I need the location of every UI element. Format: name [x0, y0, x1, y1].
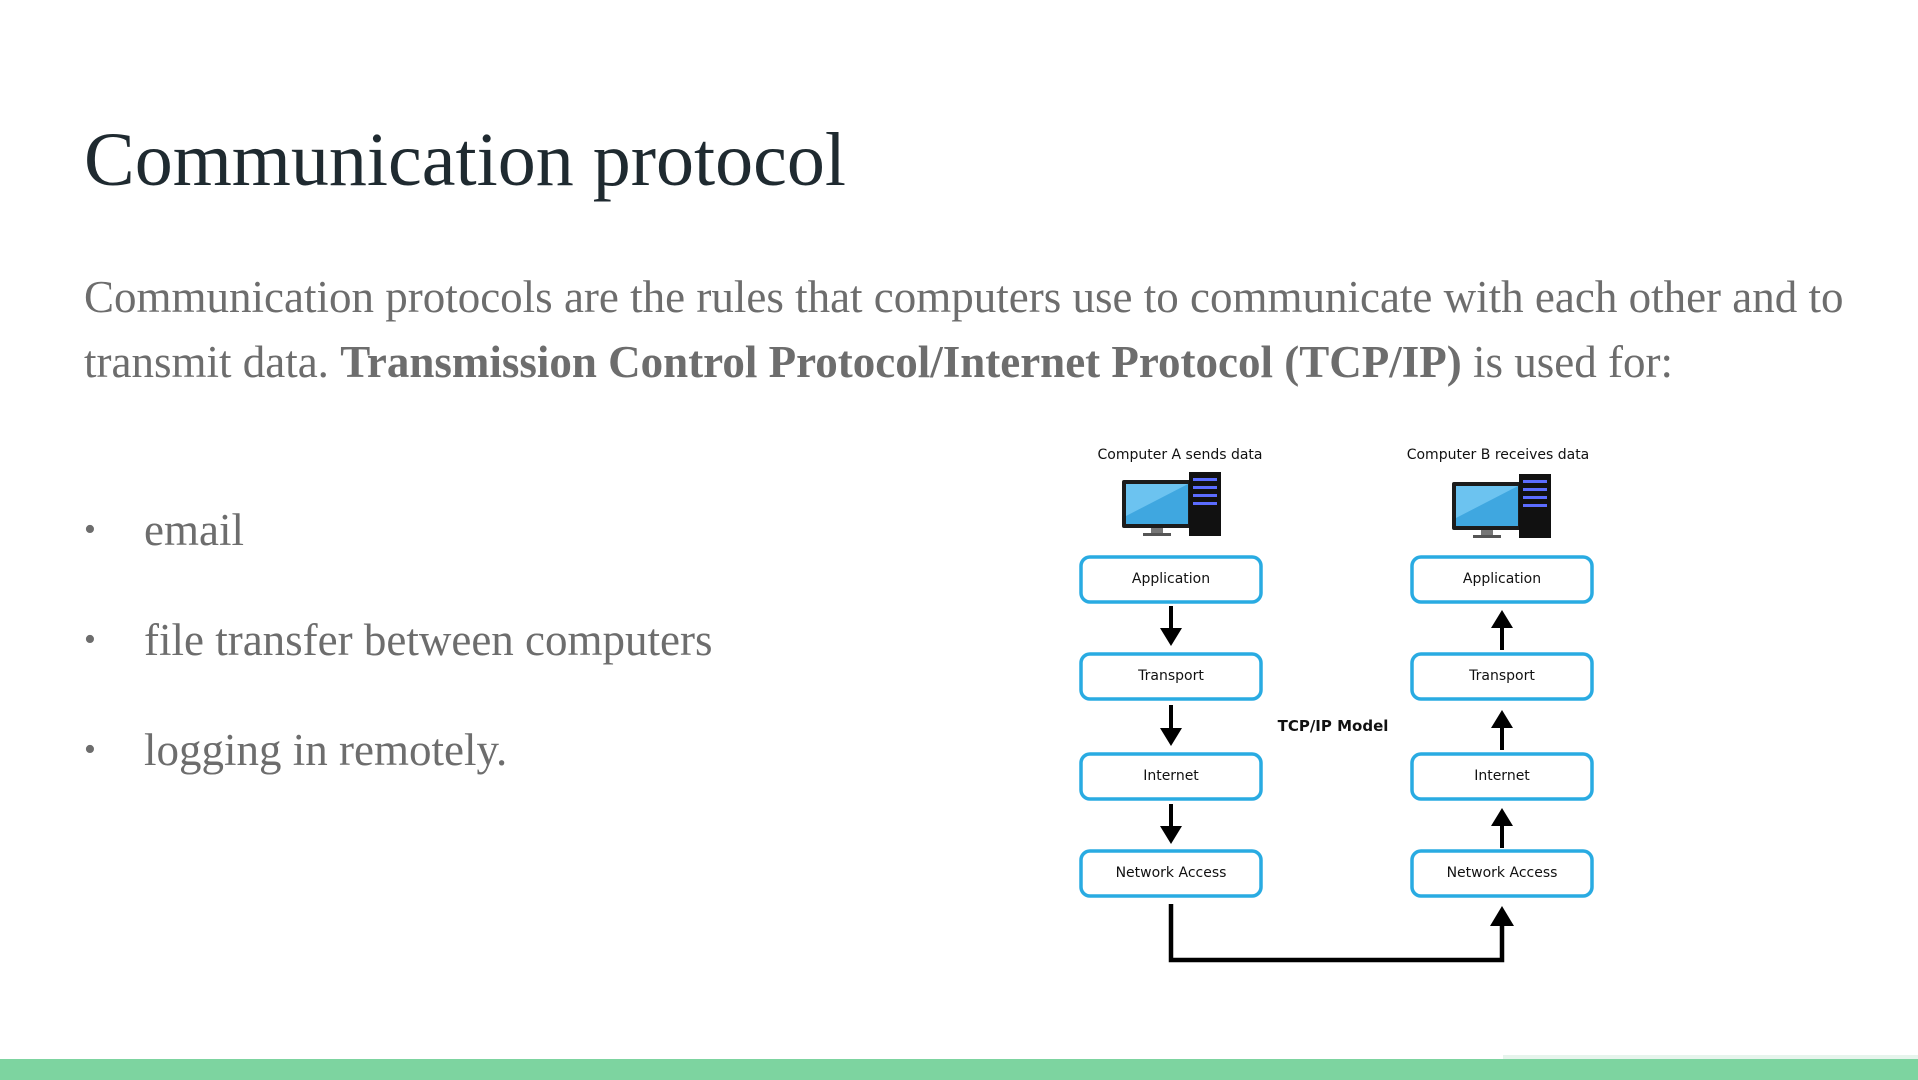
- arrow-down-icon: [1160, 606, 1182, 646]
- footer-bar: [0, 1059, 1918, 1080]
- layer-label: Transport: [1468, 668, 1535, 684]
- tcp-ip-diagram: Computer A sends data Computer B receive…: [1079, 447, 1594, 963]
- connector-arrow: [1168, 904, 1514, 963]
- layer-label: Network Access: [1447, 865, 1558, 881]
- layer-box-a-internet: Internet: [1079, 752, 1263, 801]
- bullet-dot-icon: •: [84, 511, 96, 548]
- layer-box-b-transport: Transport: [1410, 652, 1594, 701]
- computer-a-label: Computer A sends data: [1097, 447, 1262, 463]
- layer-label: Internet: [1143, 768, 1199, 784]
- layer-label: Application: [1132, 571, 1210, 587]
- intro-text-bold: Transmission Control Protocol/Internet P…: [340, 337, 1462, 387]
- layer-label: Network Access: [1116, 865, 1227, 881]
- slide-title: Communication protocol: [84, 118, 847, 202]
- layer-box-b-internet: Internet: [1410, 752, 1594, 801]
- intro-text-part1: Communication protocols are the rules th…: [84, 272, 1844, 387]
- arrow-up-icon: [1491, 710, 1513, 750]
- layer-box-b-network-access: Network Access: [1410, 849, 1594, 898]
- bullet-item: • file transfer between computers: [84, 610, 713, 720]
- bullet-item: • logging in remotely.: [84, 720, 713, 830]
- layer-box-a-network-access: Network Access: [1079, 849, 1263, 898]
- arrow-up-icon: [1491, 808, 1513, 848]
- layer-label: Application: [1463, 571, 1541, 587]
- arrow-down-icon: [1160, 804, 1182, 844]
- layer-label: Transport: [1137, 668, 1204, 684]
- arrow-down-icon: [1160, 705, 1182, 746]
- bullet-text: logging in remotely.: [144, 725, 508, 775]
- bullet-text: email: [144, 505, 244, 555]
- intro-paragraph: Communication protocols are the rules th…: [84, 265, 1864, 395]
- layer-box-b-application: Application: [1410, 555, 1594, 604]
- layer-box-a-transport: Transport: [1079, 652, 1263, 701]
- bullet-text: file transfer between computers: [144, 615, 713, 665]
- bullet-item: • email: [84, 500, 713, 610]
- footer-bar-edge: [1503, 1055, 1918, 1059]
- desktop-computer-icon: [1122, 472, 1221, 536]
- bullet-list: •email •file transfer between computers …: [84, 500, 713, 830]
- computer-b-label: Computer B receives data: [1407, 447, 1590, 463]
- bullet-dot-icon: •: [84, 731, 96, 768]
- bullet-dot-icon: •: [84, 621, 96, 658]
- arrow-up-icon: [1491, 610, 1513, 650]
- layer-label: Internet: [1474, 768, 1530, 784]
- layer-box-a-application: Application: [1079, 555, 1263, 604]
- intro-text-part2: is used for:: [1461, 337, 1673, 387]
- model-label: TCP/IP Model: [1278, 717, 1389, 735]
- desktop-computer-icon: [1452, 474, 1551, 538]
